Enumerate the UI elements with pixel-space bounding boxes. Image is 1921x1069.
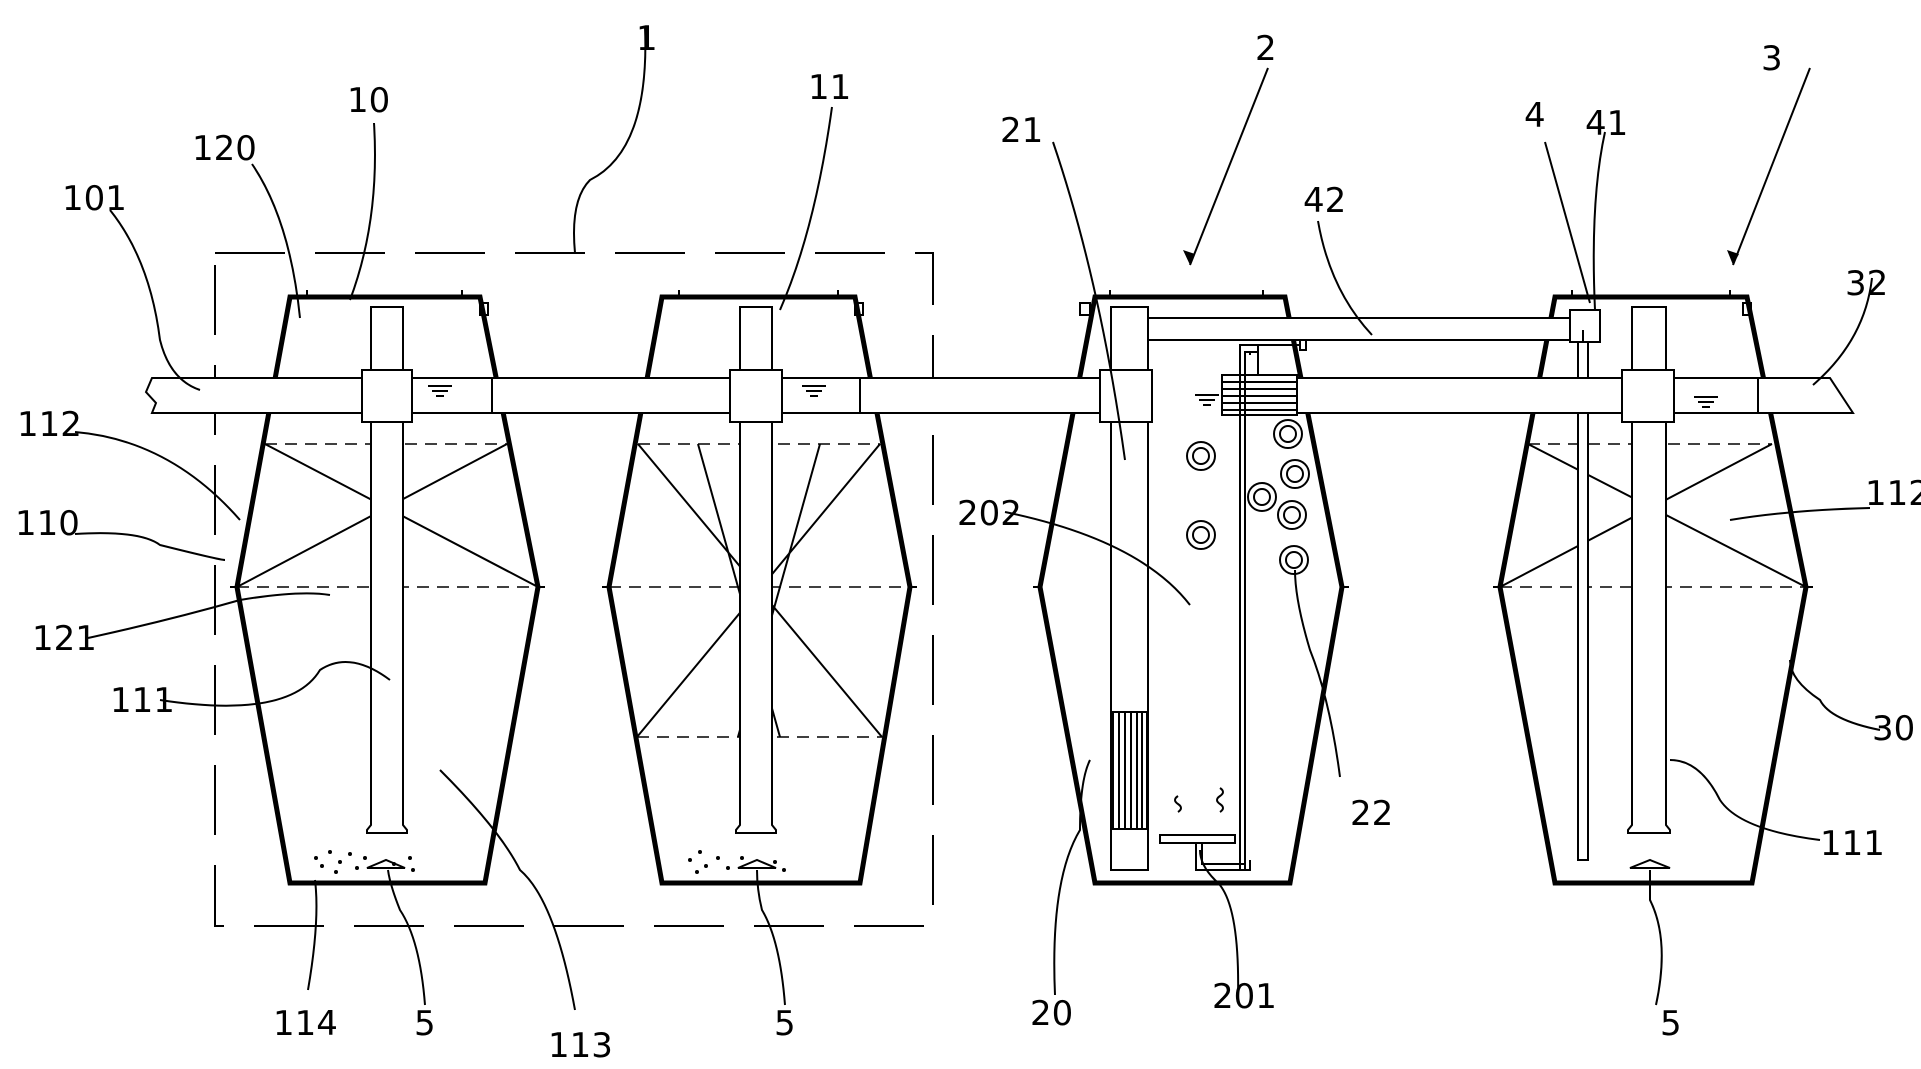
label-3: 3	[1761, 39, 1783, 79]
label-22: 22	[1350, 794, 1393, 834]
label-113: 113	[548, 1026, 613, 1066]
label-5-c: 5	[1660, 1004, 1682, 1044]
return-pipe-42	[1147, 309, 1601, 343]
group-1-boundary	[214, 252, 934, 927]
label-1: 1	[636, 19, 658, 59]
biofilm-carriers	[1186, 419, 1310, 575]
label-114: 114	[273, 1004, 338, 1044]
label-32: 32	[1845, 264, 1888, 304]
leader-lines	[74, 26, 1881, 1011]
sediment-dots	[314, 850, 415, 874]
label-202: 202	[957, 494, 1022, 534]
label-112-left: 112	[17, 405, 82, 445]
label-111-right: 111	[1820, 824, 1885, 864]
label-42: 42	[1303, 181, 1346, 221]
valve-41	[1569, 309, 1601, 343]
sediment-dots	[688, 850, 786, 874]
label-5-a: 5	[414, 1004, 436, 1044]
label-30: 30	[1872, 709, 1915, 749]
label-5-b: 5	[774, 1004, 796, 1044]
label-20: 20	[1030, 994, 1073, 1034]
tank-30	[1493, 290, 1813, 886]
label-110: 110	[15, 504, 80, 544]
label-101: 101	[62, 179, 127, 219]
label-41: 41	[1585, 104, 1628, 144]
label-120: 120	[192, 129, 257, 169]
label-121: 121	[32, 619, 97, 659]
label-112-right: 112	[1865, 474, 1921, 514]
tank-10	[230, 290, 545, 886]
label-4: 4	[1524, 96, 1546, 136]
aerator-201	[1159, 834, 1236, 844]
tank-20	[1033, 290, 1349, 886]
labels: 1 2 3 4 10 11 21 41 42 32 101 120 112 11…	[15, 19, 1921, 1066]
label-11: 11	[808, 68, 851, 108]
label-2: 2	[1255, 29, 1277, 69]
main-pipe	[144, 306, 1855, 423]
water-level-markers	[428, 385, 1718, 408]
label-111-left: 111	[110, 681, 175, 721]
label-21: 21	[1000, 111, 1043, 151]
label-10: 10	[347, 81, 390, 121]
tank-11	[602, 290, 917, 886]
label-201: 201	[1212, 977, 1277, 1017]
